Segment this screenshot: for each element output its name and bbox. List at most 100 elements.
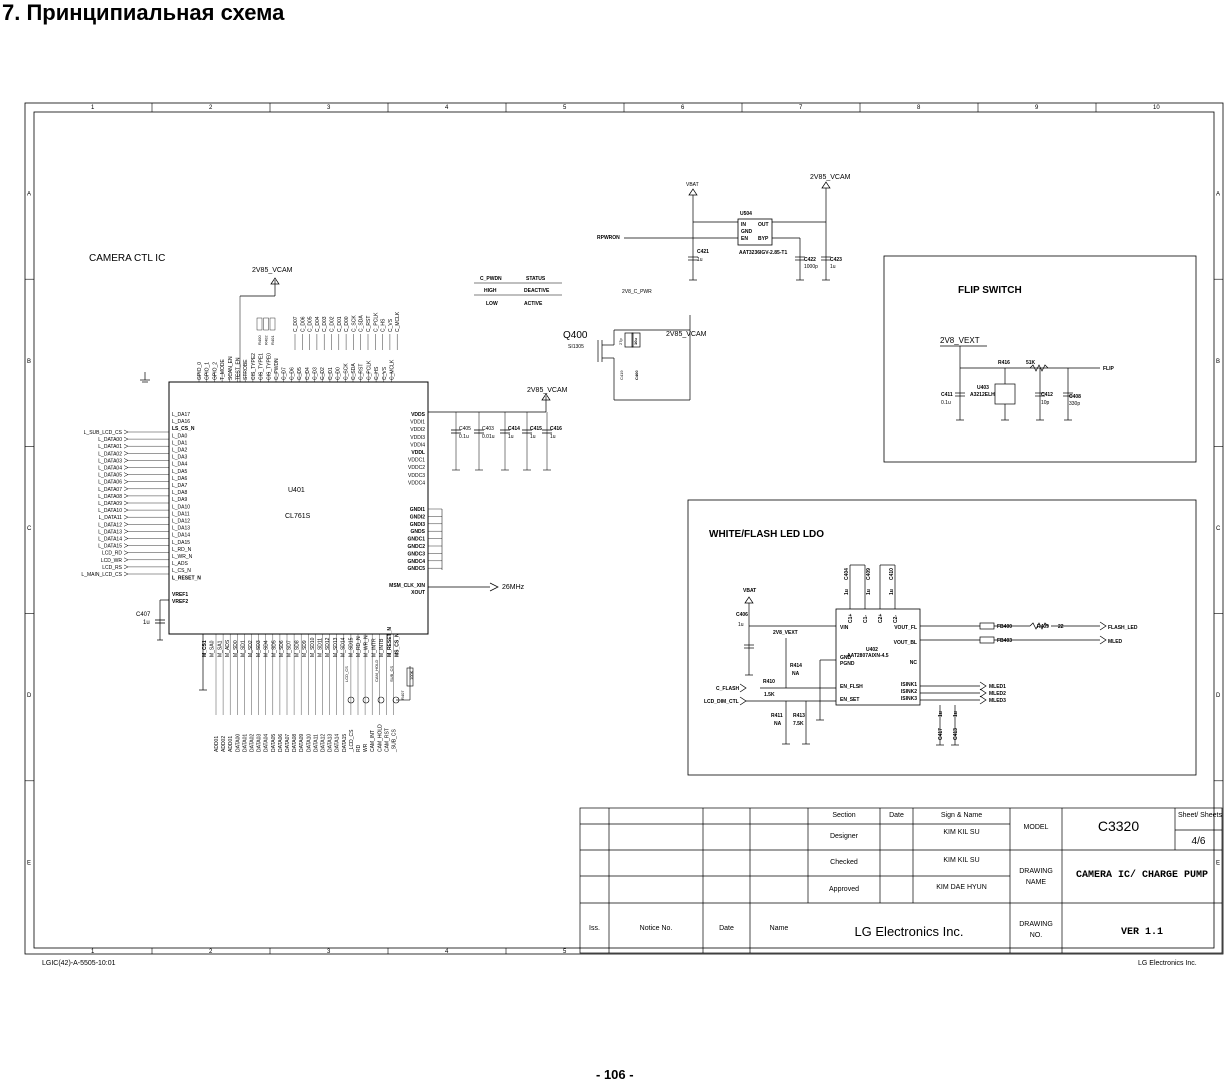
mode-table-h1: C_PWDN [480,276,502,282]
zone-row-left: B [27,359,31,365]
u402-right-pin: NC [910,660,918,666]
mode-table [474,282,562,296]
top-net-label: C_MCLK [395,311,401,332]
u401-bottom-pin: M_SD14 [341,637,347,657]
u401-gnd-pin: GNDC2 [407,544,425,550]
bottom-net-label: DATA02 [250,734,256,752]
footer-left: LGIC(42)-A-5505-10:01 [42,960,116,967]
clock-net: 26MHz [502,584,525,591]
flash-led-net: FLASH_LED [1108,625,1138,631]
u401-left-pin: L_RD_N [172,547,192,553]
u401-top-pin: CIS_TYPE1 [259,353,265,380]
tb-model: C3320 [1097,818,1140,834]
u401-power-pin: VDDI4 [410,442,425,448]
c400-val: 10u [633,338,638,345]
u402-ref: U402 [866,647,878,653]
tb-approved-label: Approved [829,886,859,893]
left-net-arrow [123,451,129,456]
u401-top-pin: CIS_TYPE2 [251,353,257,380]
bottom-net-label: DATA06 [278,734,284,752]
left-net-arrow [123,550,129,555]
u401-bottom-pin: M_SD4 [264,640,270,657]
left-net-arrow [123,472,129,477]
vref1-pin: VREF1 [172,592,188,598]
u401-bottom-pin: M_SD1 [241,640,247,657]
u402-right-pin: VOUT_FL [894,625,917,631]
lcd-cs-part: LCD_CS [344,666,349,682]
top-net-label: C_RST [366,316,372,332]
left-net-label: L_DATA09 [98,501,122,507]
u401-bottom-pin: MS_CS_N [395,633,401,657]
bottom-net-label: CAM_RST [384,728,390,752]
cap-ref: C416 [550,426,562,432]
u402-left-pin: GND [840,655,852,661]
tb-designer-name: KIM KIL SU [943,829,980,836]
u401-bottom-pin: M_INTR [371,638,377,657]
u402-right-pin: VOUT_BL [894,640,917,646]
r409-ref: R409 [1037,624,1049,630]
cap-ref: C415 [530,426,542,432]
top-net-label: C_SDA [359,315,365,332]
u401-left-pin: L_DA1 [172,440,188,446]
r409-val: 22 [1058,624,1064,630]
fb403-ref: FB403 [997,638,1012,644]
cap-val: 0.01u [482,434,495,440]
mled2-net: MLED2 [989,691,1006,697]
c423-ref: C423 [830,257,842,263]
u401-top-pin: C_D4 [305,367,311,380]
lcd-dim-net: LCD_DIM_CTL [704,699,739,705]
c421-ref: C421 [697,249,709,255]
zone-row-right: C [1216,526,1221,532]
mode-table-h2: STATUS [526,276,546,282]
left-net-arrow [123,571,129,577]
zone-col-top: 4 [445,105,449,111]
r416-val: 51K [1026,360,1036,366]
u401-top-pin: C_PWDN [274,358,280,380]
led-vbat: VBAT [743,588,756,594]
cap-ref: C414 [508,426,520,432]
u401-bottom-pin: M_SD12 [325,637,331,657]
bottom-net-label: DATA04 [264,734,270,752]
u401-left-pin: L_DA3 [172,455,188,461]
bottom-net-label: DATA01 [242,734,248,752]
tb-drawing-no: VER 1.1 [1120,927,1163,938]
bottom-net-label: DATA11 [313,734,319,752]
c423-val: 1u [830,264,836,270]
mode-table-r2c1: LOW [486,301,498,307]
tb-designer-label: Designer [829,833,858,840]
left-net-label: L_DATA14 [98,537,122,543]
zone-row-left: C [27,526,32,532]
left-net-label: L_DATA15 [98,544,122,550]
footer-right: LG Electronics Inc. [1138,960,1197,967]
bottom-net-label: _LCD_CS [349,729,355,753]
c417-ref: C417 [938,728,944,740]
u401-left-pin: L_DA9 [172,497,188,503]
u401-bottom-pin: M_SA1 [217,640,223,657]
c409-val: 1u [866,589,872,595]
u401-gnd-pin: GNDS [411,529,426,535]
left-net-label: LCD_RD [102,551,122,557]
u401-top-pin: GPIO_0 [197,362,203,380]
zone-row-left: A [27,192,31,198]
c409-ref: C409 [866,568,872,580]
r416-ref: R416 [998,360,1010,366]
c404-val: 1u [844,589,850,595]
u401-left-pin: LS_CS_N [172,426,195,432]
zone-row-right: A [1216,192,1220,198]
u401-top-pin: CIS_TYPE0 [266,353,272,380]
u402-top-pin: C1- [863,615,869,623]
q400-part: SI1305 [568,344,584,350]
u401-left-pin: L_DA4 [172,462,188,468]
u401-gnd-pin: GNDI1 [410,507,426,513]
tb-notice: Notice No. [639,925,673,932]
bottom-net-label: DATA15 [342,734,348,752]
bottom-test-points [347,666,414,704]
zone-col-top: 8 [917,105,921,111]
u504-pin-out: OUT [758,222,769,228]
u401-bottom-pin: M_SD0 [233,640,239,657]
u403-ref: U403 [977,385,989,391]
cap-val: 0.1u [459,434,469,440]
mode-table-r1c2: DEACTIVE [524,288,550,294]
u401-bottom-pin: M_SD15 [348,637,354,657]
flip-wiring [940,345,1100,421]
